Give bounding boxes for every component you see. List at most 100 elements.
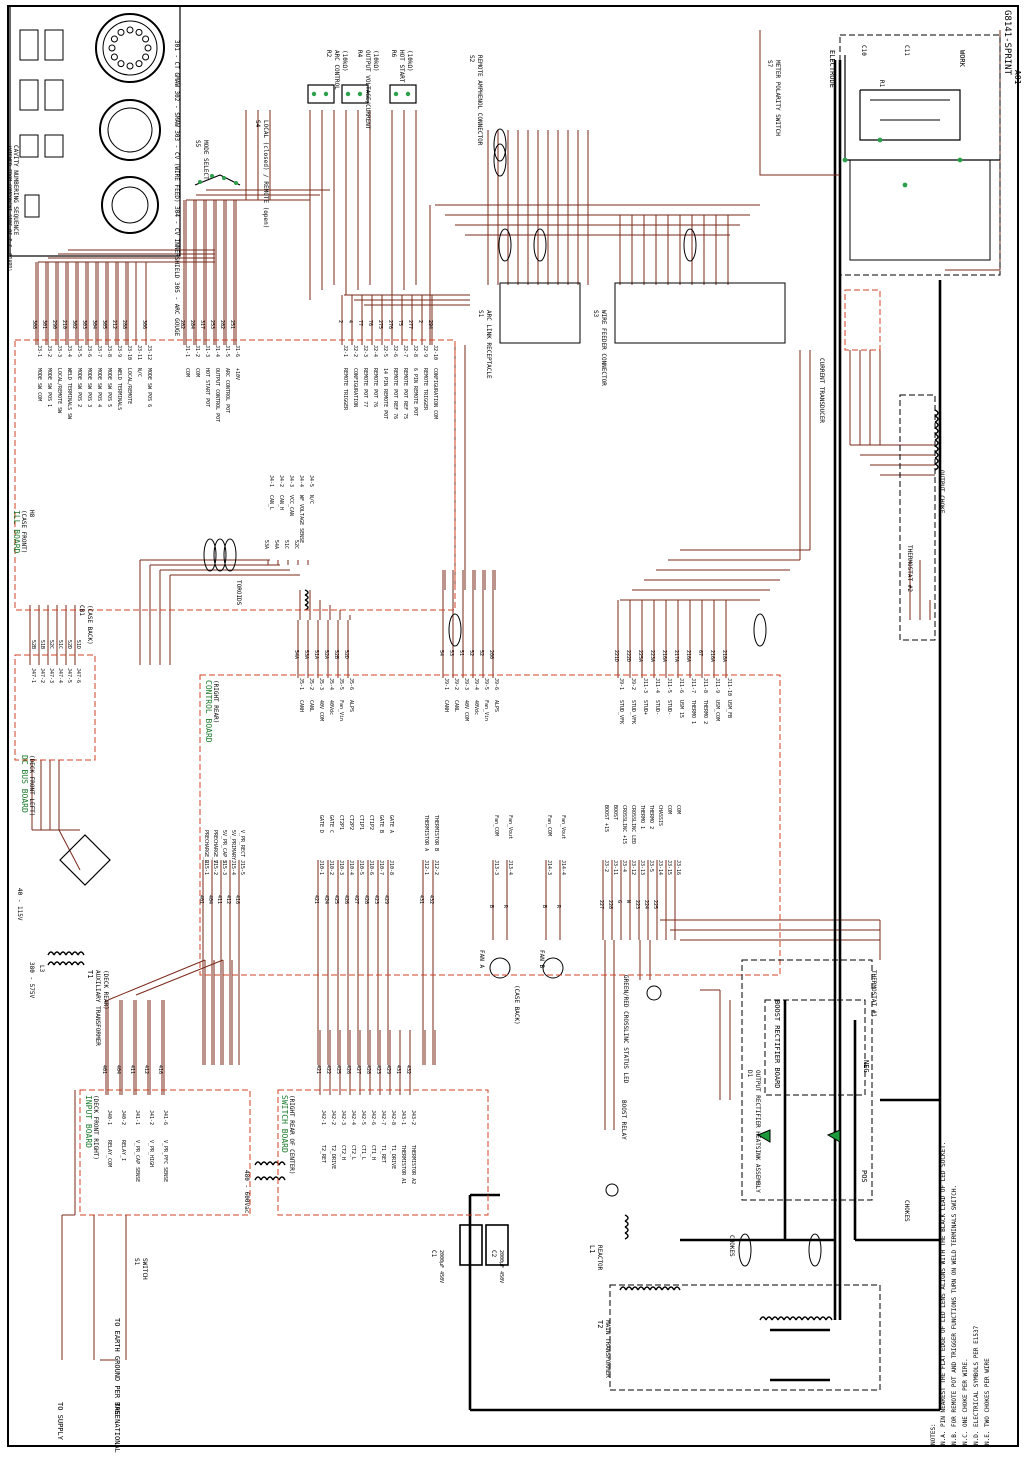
j9-label-3: 40Vdc xyxy=(473,700,479,715)
switch-wire-2: 425 xyxy=(335,1065,341,1074)
fan-a xyxy=(489,957,511,979)
pot-wire-1: 284 xyxy=(189,320,195,329)
s5-ref: S5 xyxy=(194,140,201,148)
switch-wire-6: 423 xyxy=(375,1065,381,1074)
ill-label-6: MODE SW POS 4 xyxy=(96,368,102,407)
remote-pin-2: J2-3 xyxy=(362,345,368,357)
j11-pin-4: J11-5 xyxy=(666,678,672,693)
j10-label-7: GATE A xyxy=(388,815,394,833)
r2-name: ARC CONTROL xyxy=(333,50,340,90)
remote-label-8: REMOTE TRIGGER xyxy=(422,368,428,411)
crosslinc-led xyxy=(646,985,662,1001)
j13-pin-1: J13-4 xyxy=(507,860,513,875)
input-wire-1: 404 xyxy=(115,1065,121,1074)
j9-wire-3: 52 xyxy=(468,650,474,656)
j12-pin-0: J12-1 xyxy=(423,860,429,875)
j10-label-2: CT2P1 xyxy=(338,815,344,830)
j15-wire-0: 401 xyxy=(198,895,204,904)
j10-pin-2: J10-3 xyxy=(338,860,344,875)
switch-pin-3: J42-4 xyxy=(350,1110,356,1125)
c10-ref: C10 xyxy=(860,45,867,56)
control-board-location: (RIGHT REAR) xyxy=(212,680,219,723)
sheet-border xyxy=(7,5,1019,1447)
input-pin-1: J40-2 xyxy=(120,1110,126,1125)
junction-dot-3 xyxy=(877,137,883,143)
toroid-7 xyxy=(753,613,767,647)
switch-wire-8: 431 xyxy=(395,1065,401,1074)
j10-wire-6: 423 xyxy=(373,895,379,904)
can-wire-1: 54A xyxy=(273,540,279,549)
j9-wire-5: 200 xyxy=(488,650,494,659)
ill-wire-7: 305 xyxy=(101,320,107,329)
output-diode-1 xyxy=(756,1129,771,1143)
j9-pin-1: J9-2 xyxy=(453,678,459,690)
j15-pin-2: J15-3 xyxy=(221,860,227,875)
j10-wire-3: 426 xyxy=(343,895,349,904)
mode-list: 301 - CT GMAW 302 - SMAW 303 - CV (WIRE … xyxy=(173,40,180,337)
can-label-0: CAN_L xyxy=(268,495,274,510)
ill-pin-1: J3-2 xyxy=(46,345,52,357)
control-board-title: CONTROL BOARD xyxy=(204,680,213,743)
base-label: BASE xyxy=(113,1402,121,1419)
switch-wire-7: 429 xyxy=(385,1065,391,1074)
amphenol-pin xyxy=(126,62,134,70)
toroid-2 xyxy=(223,538,237,572)
switch-board-outline xyxy=(277,1089,489,1216)
r4-value: (10kΩ) xyxy=(372,50,379,72)
toroid-4 xyxy=(533,228,547,262)
switch-wire-9: 432 xyxy=(405,1065,411,1074)
can-label-3: WF VOLTAGE SENSE xyxy=(298,495,304,543)
switch-pin-5: J42-6 xyxy=(370,1110,376,1125)
t1-ref: T1 xyxy=(86,970,94,978)
switch-pin-7: J42-8 xyxy=(390,1110,396,1125)
notes-title: NOTES: xyxy=(930,1423,937,1445)
output-diode-2 xyxy=(826,1129,841,1143)
ill-board-ref: H8 xyxy=(28,510,35,518)
pot-label-3: OUTPUT CONTROL POT xyxy=(214,368,220,422)
j3-wire-4: 223 xyxy=(634,900,640,909)
toroids-label: TOROIDS xyxy=(235,580,242,606)
boost-rectifier-title: BOOST RECTIFIER BOARD xyxy=(773,1000,781,1089)
mode-switch-contact-2 xyxy=(222,176,226,180)
main-transformer-primary xyxy=(619,1286,681,1291)
j12-pin-1: J12-2 xyxy=(433,860,439,875)
j15-pin-0: J15-1 xyxy=(203,860,209,875)
j11-wire-4: 216A xyxy=(661,650,667,662)
amphenol-pin xyxy=(144,44,152,52)
t1-name: AUXILIARY TRANSFORMER xyxy=(94,970,101,1046)
j10-pin-1: J10-2 xyxy=(328,860,334,875)
j14-label-0: Fan_COM xyxy=(546,815,552,836)
j9-pin-2: J9-3 xyxy=(463,678,469,690)
j5-label-0: CANH xyxy=(298,700,304,712)
mode-switch-contact-0 xyxy=(198,180,202,184)
c1-value: 2000µF 450V xyxy=(438,1250,444,1283)
remote-pin-4: J2-5 xyxy=(382,345,388,357)
ill-label-8: WELD TERMINALS xyxy=(116,368,122,410)
dcbus-pin-2: J47-3 xyxy=(48,668,54,683)
j9-label-2: 40V COM xyxy=(463,700,469,721)
ill-pin-10: J3-11 xyxy=(136,345,142,360)
amphenol-pin xyxy=(117,28,125,36)
j10-wire-1: 424 xyxy=(323,895,329,904)
snubber-network xyxy=(859,89,961,141)
j3-label-0: BOOST +15 xyxy=(603,805,609,832)
remote-label-6: REMOTE POT REF 75 xyxy=(402,368,408,419)
output-choke-outline xyxy=(899,394,936,641)
remote-pin-9: J2-10 xyxy=(432,345,438,360)
ill-label-3: WELD TERMINALS SW xyxy=(66,368,72,420)
j5-wire-3: 52A xyxy=(323,650,329,659)
remote-wire-4: 275 xyxy=(377,320,383,329)
j11-wire-3: 223A xyxy=(649,650,655,662)
drawing-number: G8141-SPRINT xyxy=(1002,10,1012,76)
amphenol-pin xyxy=(135,28,143,36)
j9-label-0: CANH xyxy=(443,700,449,712)
switch-pin-1: J42-2 xyxy=(330,1110,336,1125)
switch-pin-9: J43-2 xyxy=(410,1110,416,1125)
input-board-outline xyxy=(79,1089,251,1216)
j12-label-0: THERMISTOR A xyxy=(423,815,429,851)
control-board-outline xyxy=(199,674,781,976)
j10-label-3: CT2P2 xyxy=(348,815,354,830)
wire-feeder-ref: S3 xyxy=(592,310,599,318)
electrode-bus xyxy=(844,55,1000,161)
chokes-label-2: CHOKES xyxy=(903,1200,910,1222)
